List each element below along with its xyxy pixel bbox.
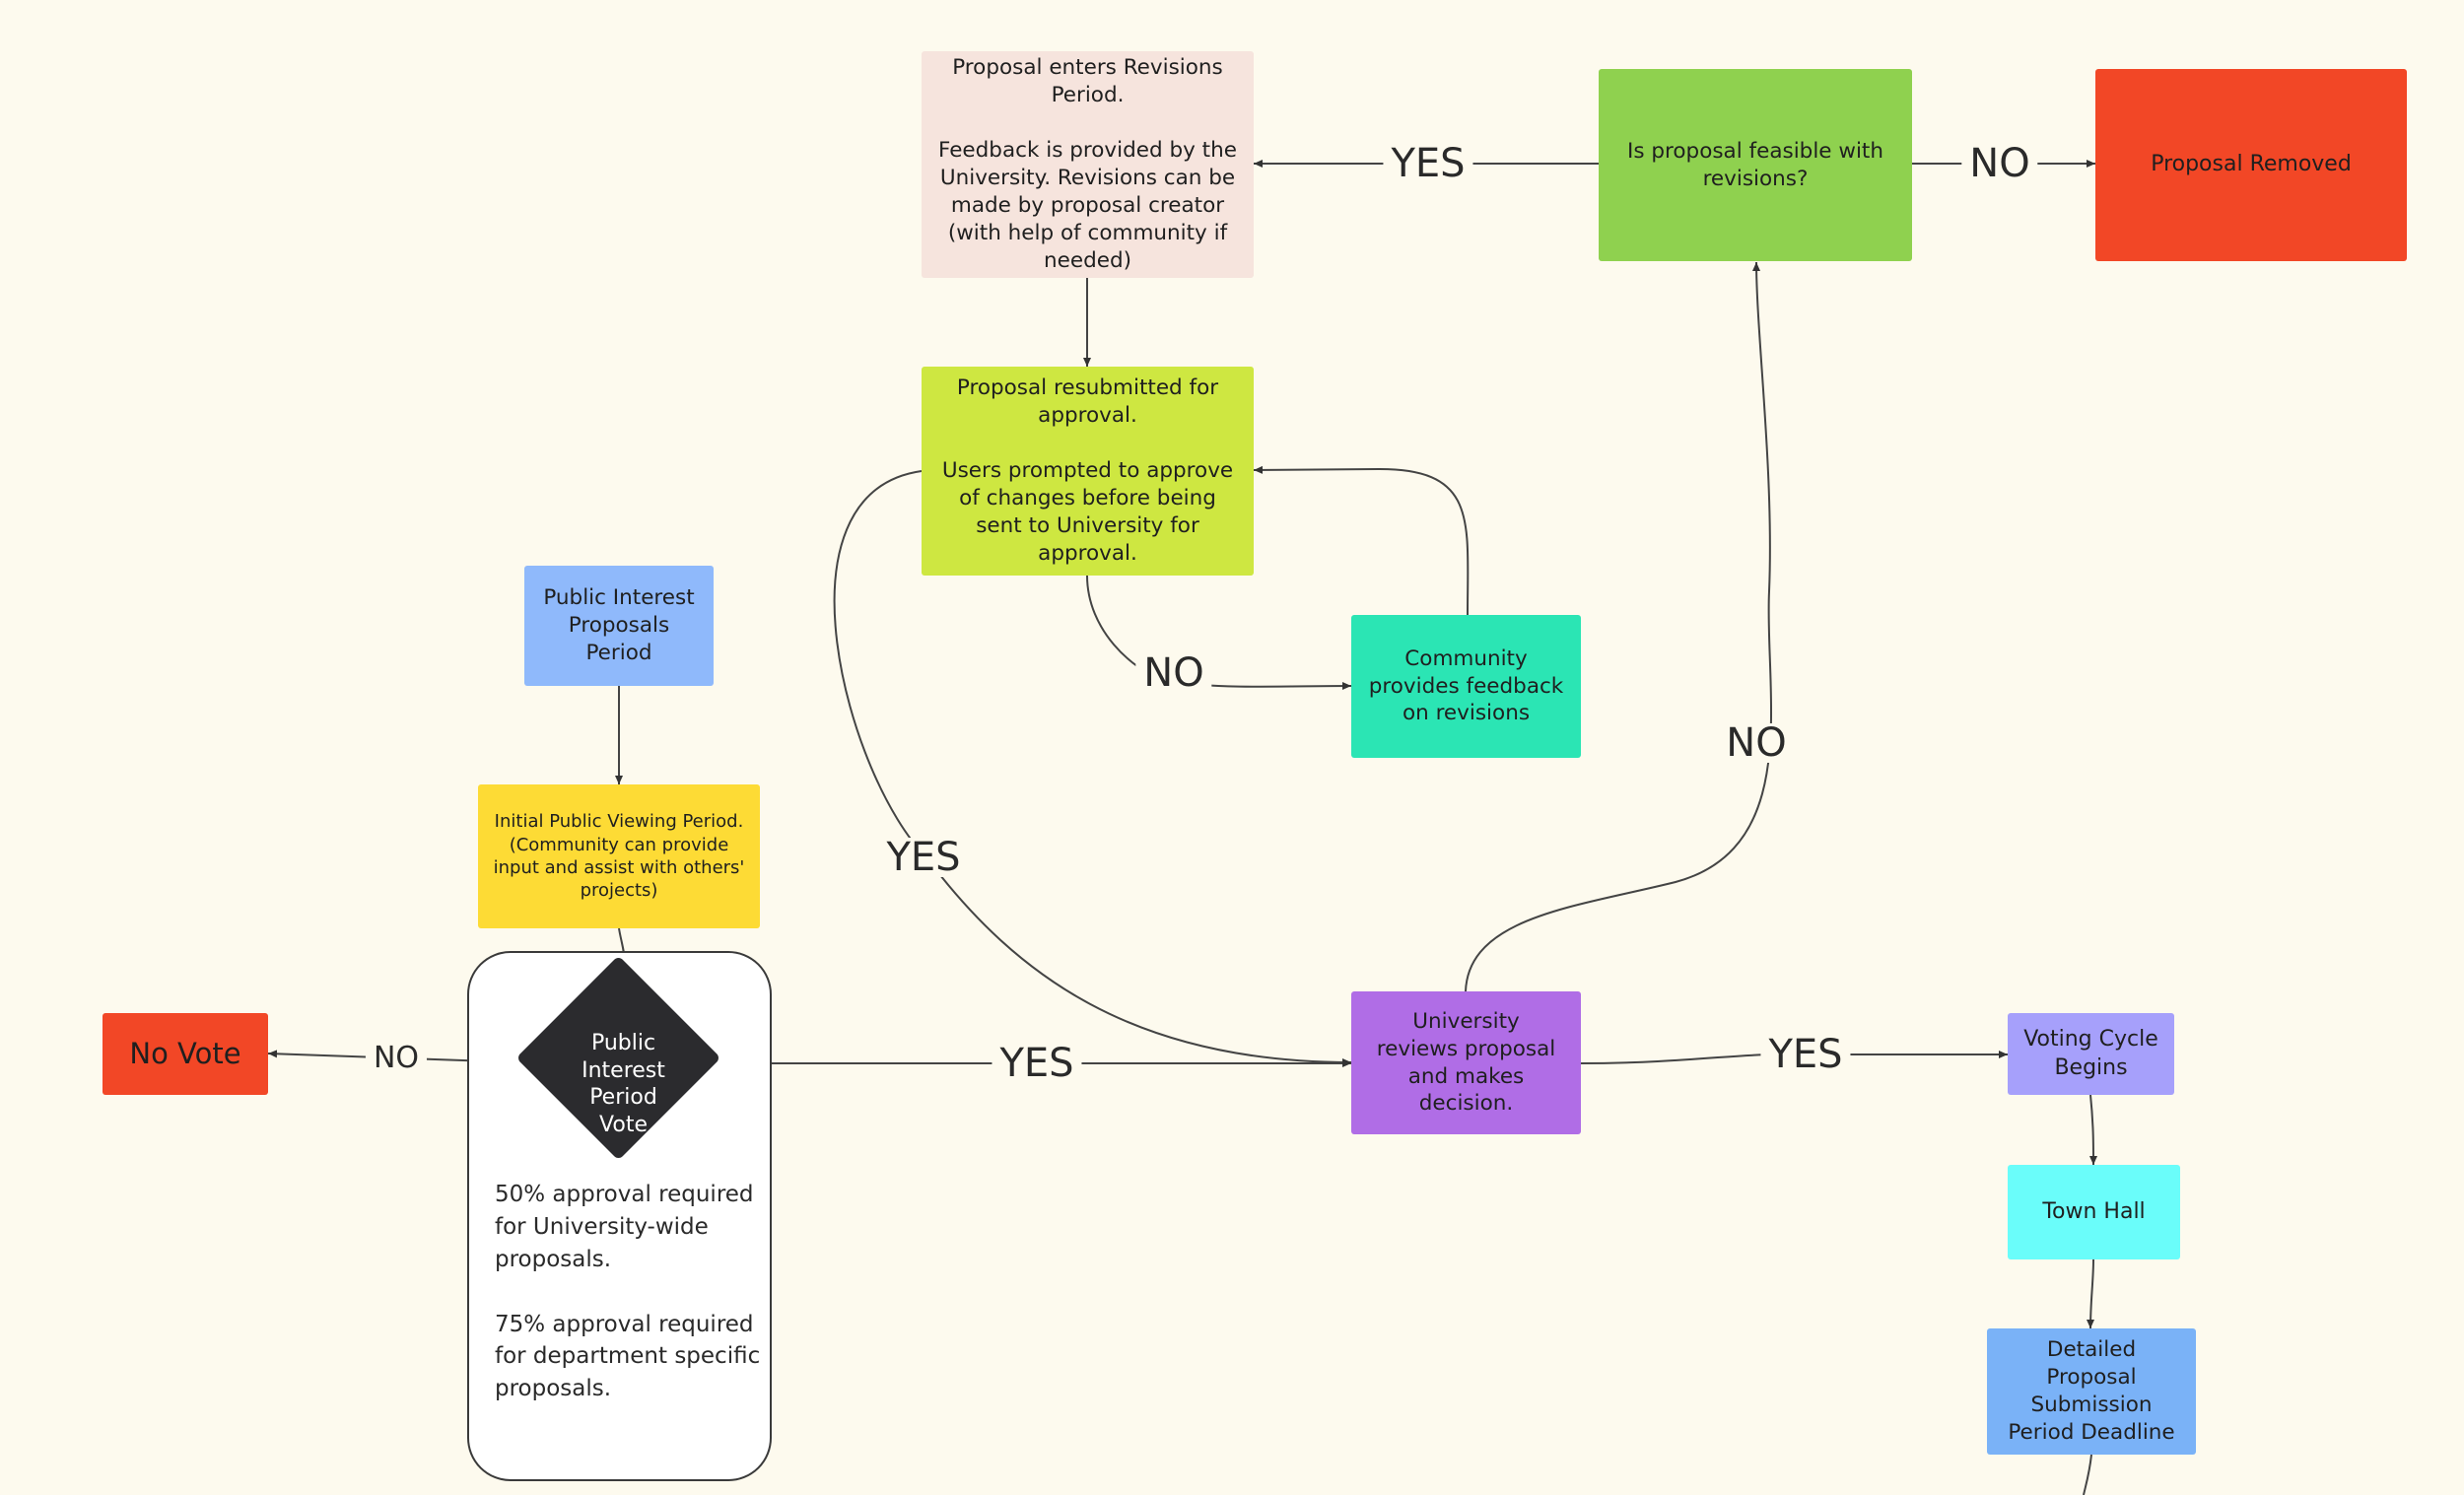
vote-decision-label: Public Interest Period Vote [582, 1031, 665, 1137]
edge-voting-to-townhall [2088, 1094, 2097, 1166]
feasible-question-box[interactable]: Is proposal feasible with revisions? [1599, 69, 1912, 261]
vote-criteria-text: 50% approval required for University-wid… [495, 1182, 761, 1402]
community-feedback-box[interactable]: Community provides feedback on revisions [1351, 615, 1581, 758]
town-hall-box[interactable]: Town Hall [2008, 1165, 2180, 1259]
edge-label-vote-no: NO [365, 1044, 428, 1073]
edge-label-feasible-no: NO [1961, 144, 2038, 183]
initial-viewing-box[interactable]: Initial Public Viewing Period. (Communit… [478, 784, 760, 928]
edge-label-vote-yes: YES [992, 1044, 1082, 1083]
edge-label-resubmit-yes: YES [878, 838, 969, 877]
university-reviews-box[interactable]: University reviews proposal and makes de… [1351, 991, 1581, 1134]
detailed-deadline-box[interactable]: Detailed Proposal Submission Period Dead… [1987, 1328, 2196, 1455]
edge-detailed-continuation [2083, 1454, 2092, 1495]
edge-label-review-no: NO [1718, 723, 1795, 763]
edge-resubmitted-to-community [1086, 575, 1352, 691]
voting-cycle-box[interactable]: Voting Cycle Begins [2008, 1013, 2174, 1095]
edge-label-review-yes: YES [1760, 1035, 1851, 1074]
revisions-period-box[interactable]: Proposal enters Revisions Period. Feedba… [922, 51, 1254, 278]
proposal-removed-box[interactable]: Proposal Removed [2095, 69, 2407, 261]
edge-label-resubmit-no: NO [1135, 653, 1212, 693]
resubmitted-box[interactable]: Proposal resubmitted for approval. Users… [922, 367, 1254, 576]
public-interest-period-box[interactable]: Public Interest Proposals Period [524, 566, 714, 686]
edge-community-to-resubmitted [1253, 465, 1470, 616]
edge-townhall-to-detailed [2087, 1258, 2095, 1329]
no-vote-box[interactable]: No Vote [103, 1013, 268, 1095]
edge-label-feasible-yes: YES [1383, 144, 1473, 183]
